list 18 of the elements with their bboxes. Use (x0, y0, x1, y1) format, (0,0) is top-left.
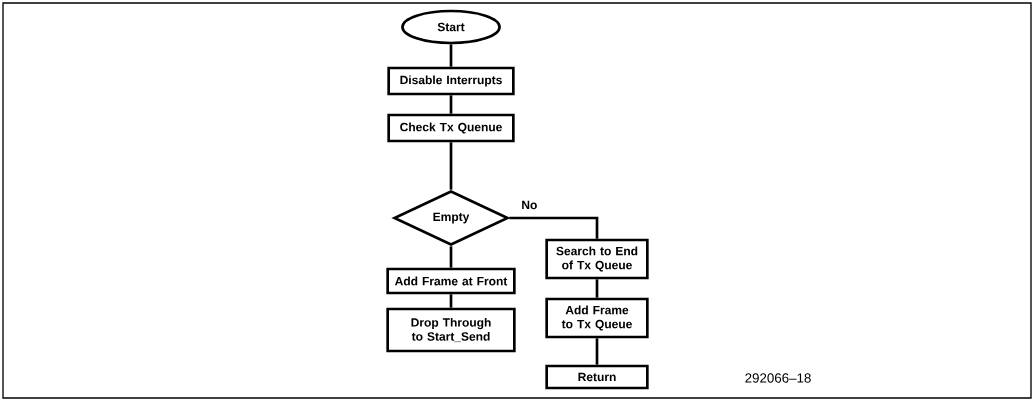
process-box: Check Tx Quenue (387, 113, 515, 143)
process-box: Add Frame at Front (386, 267, 516, 295)
connector-line (449, 142, 453, 190)
connector-line (509, 216, 599, 239)
connector-line (449, 246, 453, 268)
connector-line (595, 279, 599, 298)
process-box: Add Frame to Tx Queue (545, 297, 649, 339)
connector-line (449, 95, 453, 114)
figure-number: 292066–18 (745, 373, 811, 383)
edge-label: No (522, 200, 537, 210)
process-box: Return (545, 364, 649, 390)
connector-line (595, 338, 599, 365)
process-box: Search to End of Tx Queue (545, 238, 649, 280)
connector-line (449, 294, 453, 308)
process-box: Drop Through to Start_Send (386, 307, 516, 353)
process-box: Disable Interrupts (387, 66, 515, 96)
connector-line (449, 44, 453, 67)
start-oval: Start (401, 9, 501, 45)
